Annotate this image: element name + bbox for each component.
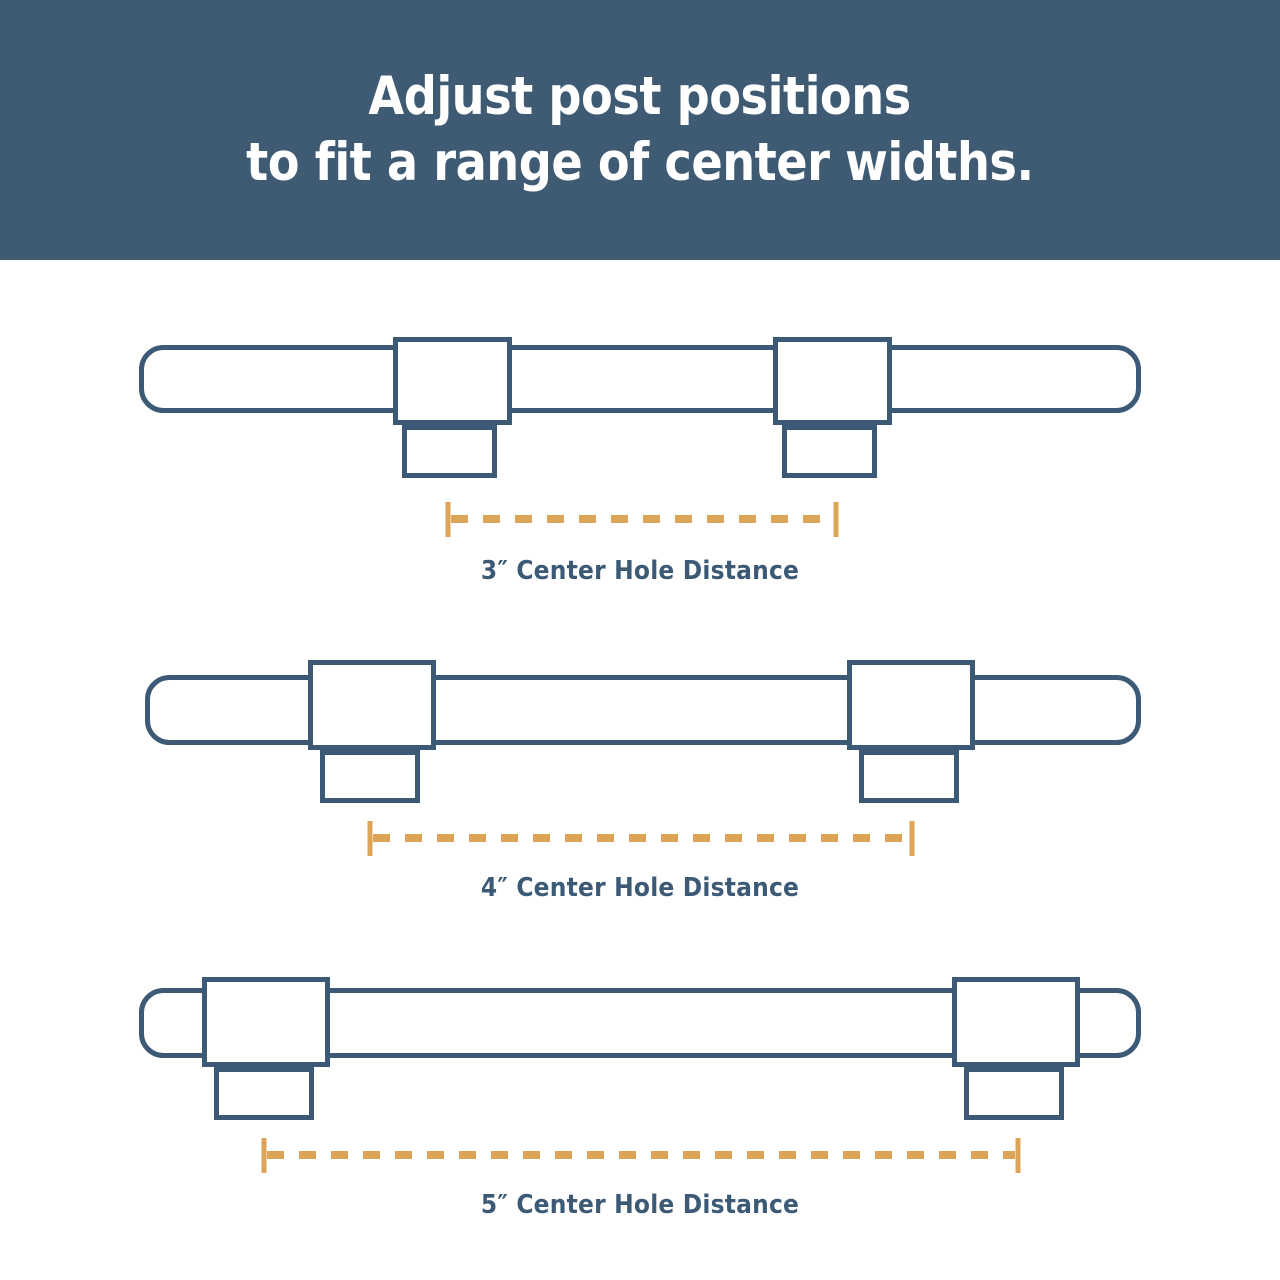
- header-title-line-2: to fit a range of center widths.: [246, 132, 1034, 193]
- handle-bar: [139, 345, 1141, 413]
- post-foot-1: [402, 425, 497, 478]
- post-foot-2: [859, 750, 959, 803]
- post-foot-1: [214, 1067, 314, 1120]
- post-foot-2: [964, 1067, 1064, 1120]
- post-body-1: [202, 977, 330, 1067]
- post-foot-2: [782, 425, 877, 478]
- header-title-line-1: Adjust post positions: [368, 66, 912, 127]
- center-hole-distance-label-handle-3in: 3″ Center Hole Distance: [480, 556, 800, 586]
- center-hole-distance-label-handle-4in: 4″ Center Hole Distance: [480, 873, 800, 903]
- post-body-1: [308, 660, 436, 750]
- post-body-2: [847, 660, 975, 750]
- post-body-1: [393, 337, 512, 425]
- post-body-2: [952, 977, 1080, 1067]
- handle-bar: [139, 988, 1141, 1058]
- center-hole-distance-label-handle-5in: 5″ Center Hole Distance: [480, 1190, 800, 1220]
- post-foot-1: [320, 750, 420, 803]
- post-body-2: [773, 337, 892, 425]
- handle-bar: [145, 675, 1141, 745]
- header-banner: Adjust post positions to fit a range of …: [0, 0, 1280, 260]
